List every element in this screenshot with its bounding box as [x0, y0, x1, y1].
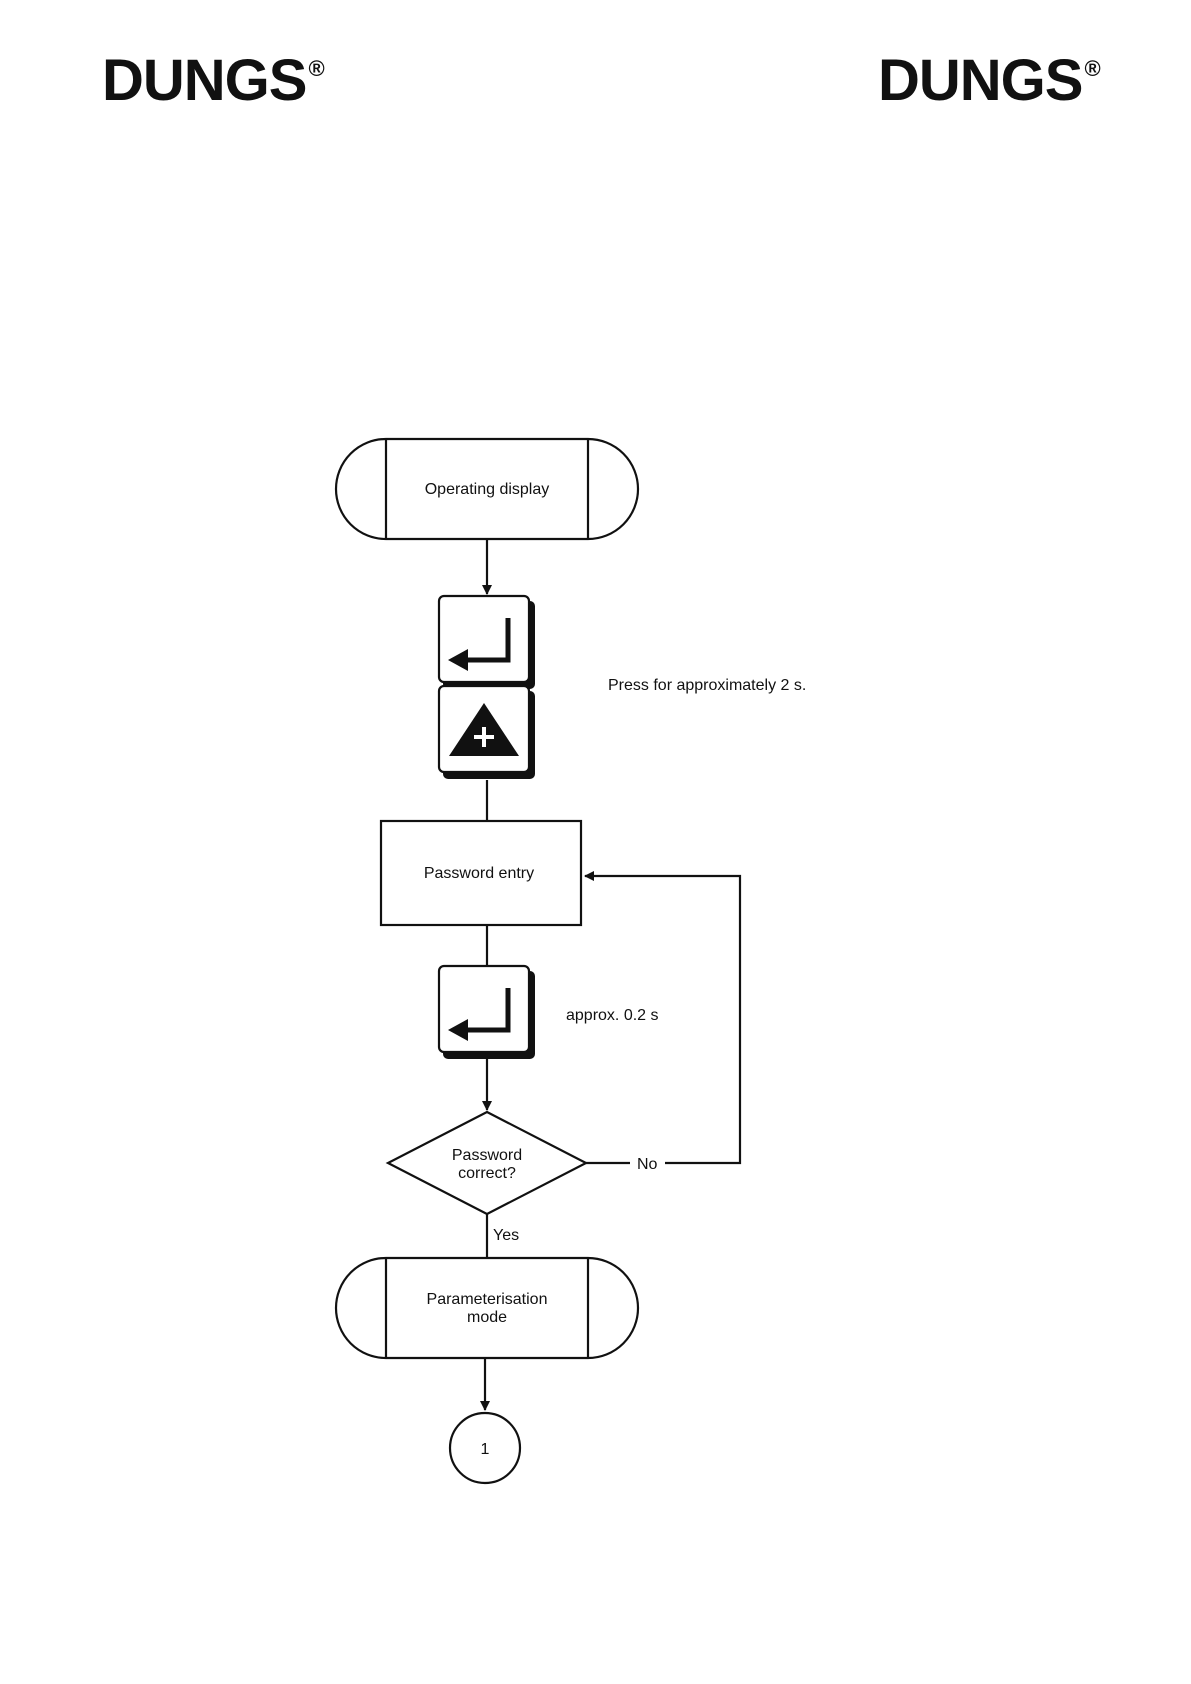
plus-triangle-key-icon [439, 686, 535, 779]
process-password-entry: Password entry [381, 821, 581, 925]
process-label: Password entry [424, 865, 534, 882]
terminal-label-line2: mode [467, 1309, 507, 1326]
terminal-operating-display: Operating display [336, 439, 638, 539]
press-short-annotation: approx. 0.2 s [566, 1007, 659, 1024]
press-hold-annotation: Press for approximately 2 s. [608, 677, 806, 694]
connector-label: 1 [481, 1441, 490, 1458]
decision-label-line2: correct? [458, 1165, 516, 1182]
enter-key-icon [439, 966, 535, 1059]
terminal-label: Operating display [425, 481, 550, 498]
terminal-parameterisation-mode: Parameterisation mode [336, 1258, 638, 1358]
decision-label-line1: Password [452, 1147, 522, 1164]
edge-label-yes: Yes [493, 1227, 519, 1244]
connector-1: 1 [450, 1413, 520, 1483]
enter-key-icon [439, 596, 535, 689]
terminal-label-line1: Parameterisation [427, 1291, 548, 1308]
decision-password-correct: Password correct? [388, 1112, 586, 1214]
edge-label-no: No [637, 1156, 658, 1173]
